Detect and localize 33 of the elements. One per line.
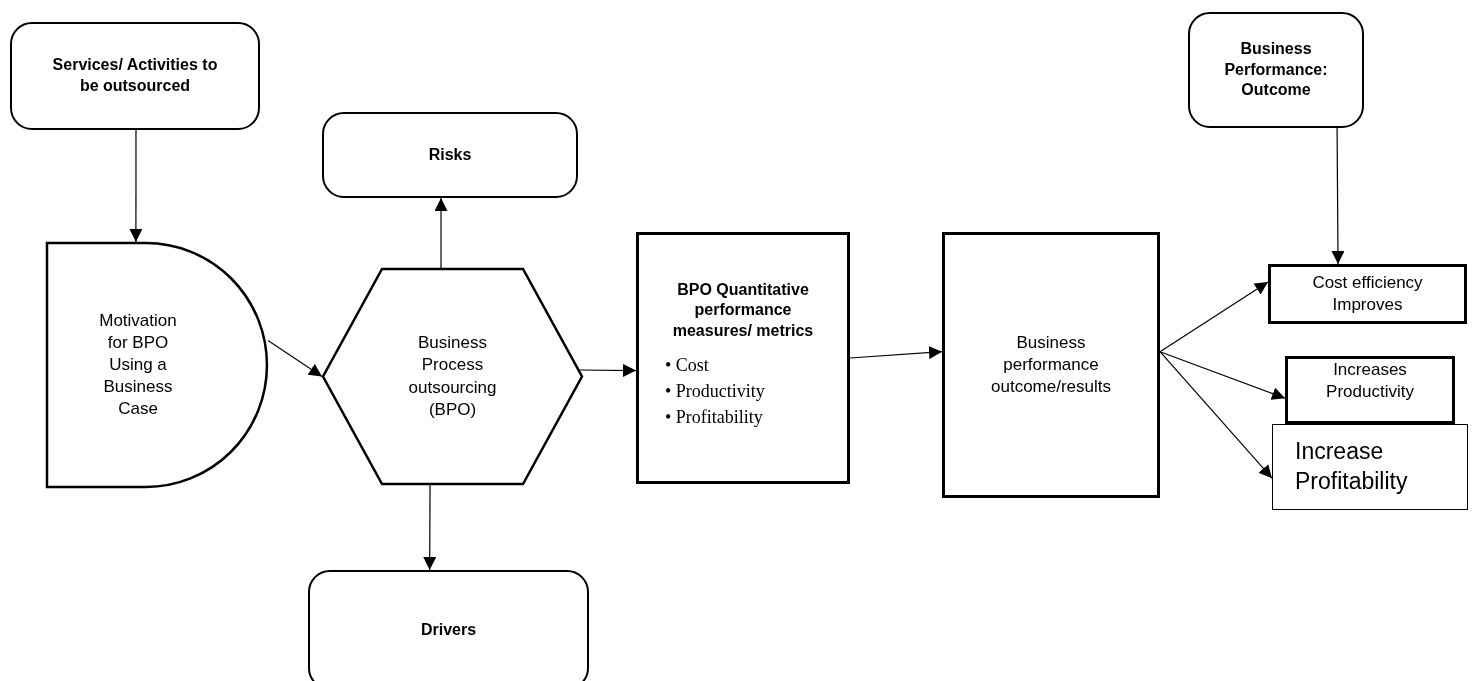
node-heading: Risks — [428, 144, 472, 165]
node-label: Motivation for BPO Using a Business Case — [98, 309, 178, 421]
node-heading: Services/ Activities to be outsourced — [51, 55, 219, 96]
process-box — [636, 232, 850, 484]
rounded-box — [322, 112, 578, 198]
rounded-box — [10, 22, 260, 130]
node-heading: BPO Quantitative performance measures/ metrics — [671, 279, 815, 342]
arrow — [1159, 281, 1269, 353]
process-box — [1285, 356, 1455, 424]
arrow — [849, 346, 943, 360]
rounded-box — [308, 570, 589, 681]
node-heading: Drivers — [420, 619, 477, 640]
arrow — [267, 339, 323, 378]
arrow — [1159, 351, 1286, 400]
process-box — [1272, 424, 1468, 510]
process-box — [1268, 264, 1467, 324]
arrow — [1331, 127, 1345, 265]
arrow — [423, 484, 437, 571]
node-heading: Business Performance: Outcome — [1223, 38, 1329, 101]
bullet-item: • Productivity — [665, 380, 765, 404]
arrow — [129, 129, 143, 243]
node-label: Business performance outcome/results — [990, 331, 1112, 399]
bullet-item: • Profitability — [665, 406, 764, 430]
bullet-item: • Cost — [665, 354, 710, 378]
node-label: Cost efficiency Improves — [1311, 271, 1424, 316]
process-box — [942, 232, 1160, 498]
rounded-box — [1188, 12, 1364, 128]
node-label: Increases Productivity — [1325, 359, 1415, 404]
node-label: Business Process outsourcing (BPO) — [407, 332, 498, 421]
arrow — [434, 197, 448, 269]
node-label: Increase Profitability — [1295, 437, 1409, 496]
arrow — [578, 363, 637, 377]
arrow — [1159, 351, 1273, 479]
